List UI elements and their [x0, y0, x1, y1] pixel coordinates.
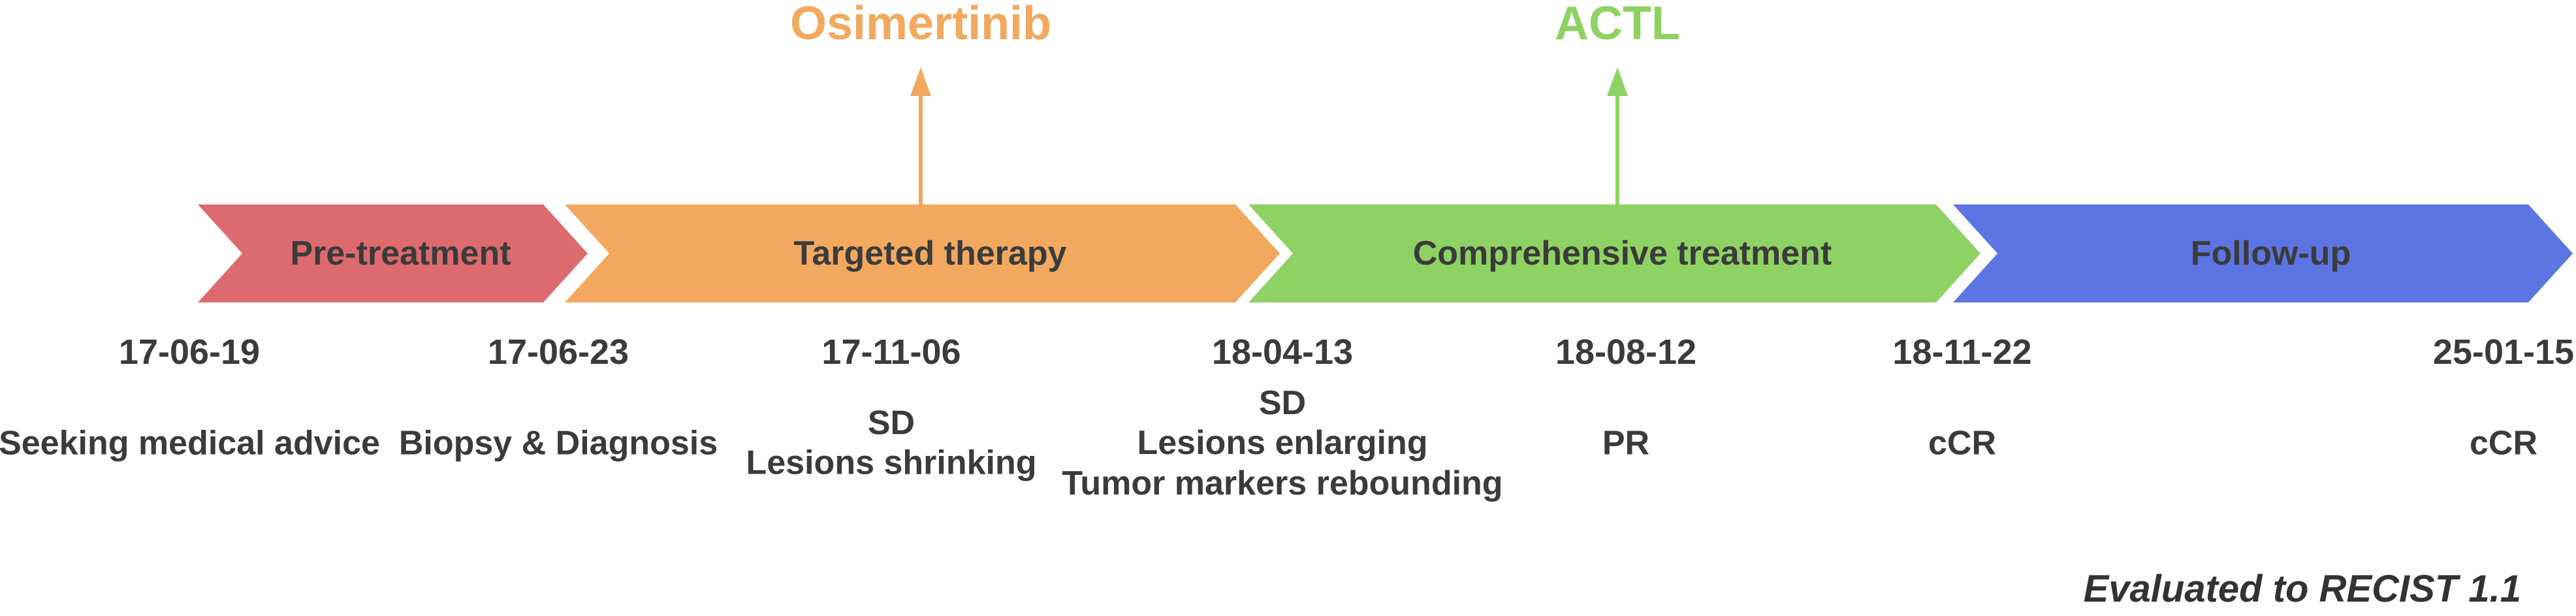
- osimertinib-arrow-icon: [910, 67, 931, 96]
- event-label-line: Tumor markers rebounding: [1062, 464, 1503, 502]
- segment-label: Pre-treatment: [290, 235, 511, 272]
- timeline-event: 17-06-19 Seeking medical advice: [0, 0, 437, 616]
- event-date: 17-11-06: [821, 332, 961, 372]
- event-label: cCR: [1714, 423, 2210, 463]
- event-date: 17-06-19: [118, 332, 261, 372]
- timeline-event: 25-01-15 cCR: [2255, 0, 2576, 616]
- event-date: 18-04-13: [1211, 332, 1354, 372]
- event-label-line: SD: [867, 404, 915, 442]
- osimertinib-arrow-shaft: [919, 95, 923, 204]
- event-label: PR: [1378, 423, 1874, 463]
- event-label-line: PR: [1602, 424, 1650, 462]
- timeline-segment-pre-treatment: Pre-treatment: [198, 204, 588, 302]
- timeline-segment-targeted-therapy: Targeted therapy: [565, 204, 1280, 302]
- event-date: 18-08-12: [1555, 332, 1697, 372]
- event-label: cCR: [2255, 423, 2576, 463]
- recist-footnote: Evaluated to RECIST 1.1: [2080, 567, 2525, 616]
- osimertinib-label: Osimertinib: [789, 0, 1052, 50]
- timeline-segment-follow-up: Follow-up: [1953, 204, 2573, 302]
- timeline-segment-comprehensive-treatment: Comprehensive treatment: [1248, 204, 1980, 302]
- segment-label: Targeted therapy: [793, 235, 1067, 272]
- segment-label: Follow-up: [2190, 235, 2351, 272]
- actl-label: ACTL: [1555, 0, 1680, 50]
- event-label-line: cCR: [2469, 424, 2538, 462]
- timeline-event: 17-06-23 Biopsy & Diagnosis: [310, 0, 806, 616]
- event-label-line: Lesions shrinking: [746, 444, 1037, 482]
- event-label-line: SD: [1258, 383, 1307, 422]
- segment-label: Comprehensive treatment: [1412, 235, 1832, 272]
- event-label-line: Biopsy & Diagnosis: [398, 424, 718, 462]
- event-date: 17-06-23: [487, 332, 629, 372]
- event-date: 25-01-15: [2432, 332, 2575, 372]
- event-label: Seeking medical advice: [0, 423, 437, 463]
- timeline-event: 18-11-22 cCR: [1714, 0, 2210, 616]
- actl-arrow-icon: [1607, 67, 1628, 96]
- event-date: 18-11-22: [1892, 332, 2032, 372]
- event-label-line: Seeking medical advice: [0, 424, 380, 462]
- event-label: Biopsy & Diagnosis: [310, 423, 806, 463]
- actl-arrow-shaft: [1615, 95, 1619, 204]
- timeline-event: 18-08-12 PR: [1378, 0, 1874, 616]
- event-label-line: Lesions enlarging: [1137, 424, 1428, 462]
- event-label-line: cCR: [1928, 424, 1997, 462]
